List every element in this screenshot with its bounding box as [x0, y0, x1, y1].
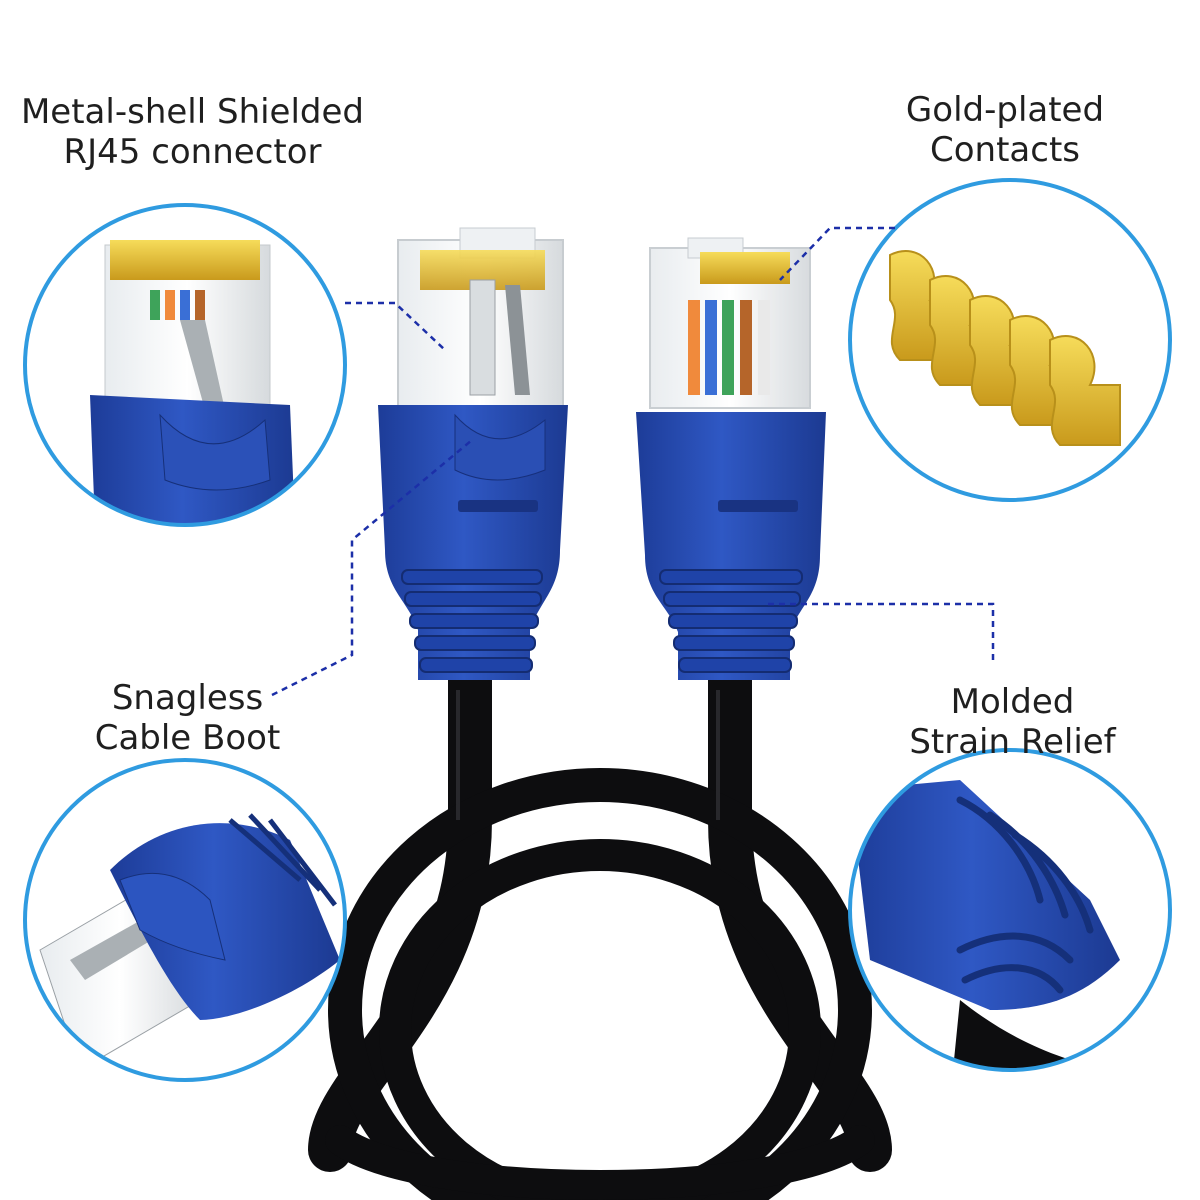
label-strain-relief-line1: Molded: [950, 682, 1075, 722]
callout-shielded-connector: [23, 203, 347, 527]
label-gold-contacts-line2: Contacts: [930, 130, 1080, 170]
leader-lines: [271, 226, 995, 697]
label-snagless-boot-line1: Snagless: [111, 678, 264, 718]
label-shielded-connector-line2: RJ45 connector: [63, 132, 322, 172]
cable-coils: [308, 658, 892, 1200]
right-rj45-connector: [636, 237, 826, 680]
label-snagless-boot-line2: Cable Boot: [94, 718, 281, 758]
label-snagless-boot: Snagless Cable Boot: [70, 678, 305, 758]
label-strain-relief: Molded Strain Relief: [890, 682, 1135, 762]
label-shielded-connector-line1: Metal-shell Shielded: [20, 92, 365, 132]
left-rj45-connector: [378, 227, 568, 680]
label-strain-relief-line2: Strain Relief: [909, 722, 1116, 762]
callout-snagless-boot: [23, 758, 347, 1082]
label-gold-contacts-line1: Gold-plated: [905, 90, 1105, 130]
callout-gold-contacts: [848, 178, 1172, 502]
label-gold-contacts: Gold-plated Contacts: [885, 90, 1125, 170]
callout-strain-relief: [848, 748, 1172, 1072]
label-shielded-connector: Metal-shell Shielded RJ45 connector: [0, 92, 385, 172]
